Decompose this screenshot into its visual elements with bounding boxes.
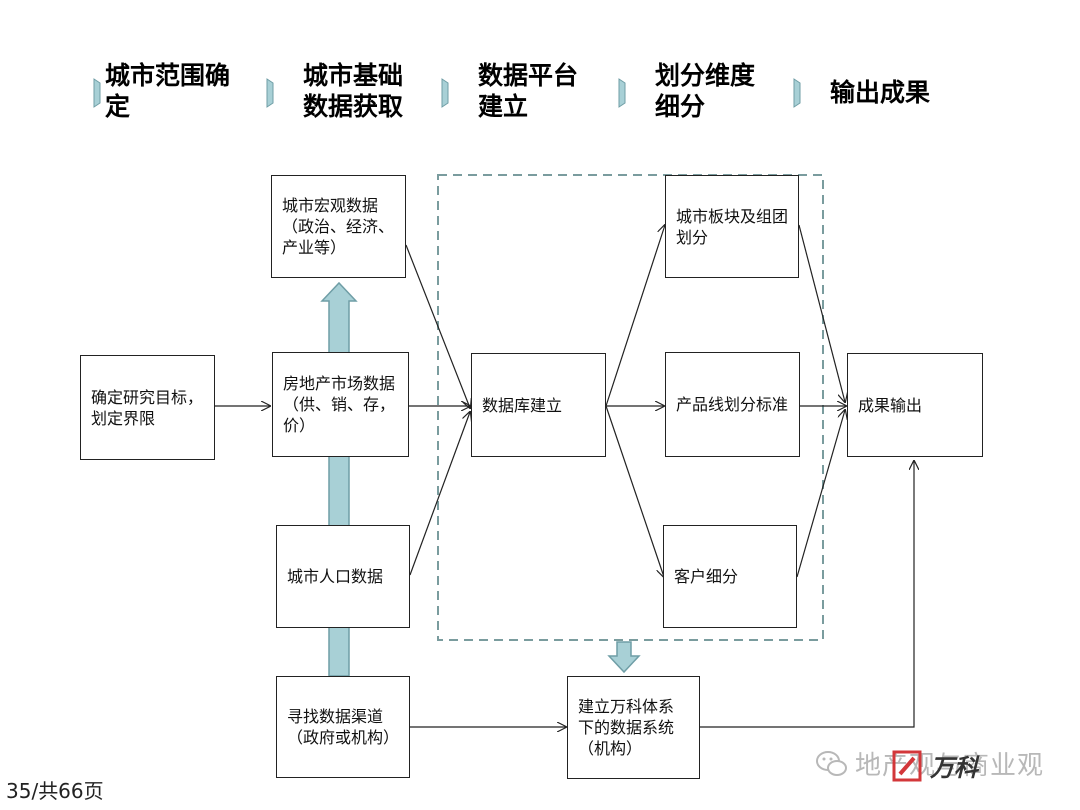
- box-population-data: 城市人口数据: [276, 525, 410, 628]
- watermark-text: 地产观与商业观: [855, 751, 1045, 781]
- box-output-text: 成果输出: [858, 395, 923, 415]
- box-city-block: 城市板块及组团划分: [665, 175, 799, 278]
- box-customer: 客户细分: [663, 525, 797, 628]
- stage-4-text: 划分维度 细分: [655, 61, 756, 121]
- stage-1-city-scope: 城市范围确 定: [105, 60, 230, 122]
- chevron-icon: [93, 78, 101, 108]
- chevron-icon: [793, 78, 801, 108]
- arrow-customer-to-output: [796, 410, 845, 578]
- wechat-icon: [816, 750, 847, 776]
- stage-4-segmentation: 划分维度 细分: [655, 60, 755, 122]
- platform-dashed-group: [437, 174, 824, 641]
- box-population-data-text: 城市人口数据: [287, 567, 384, 586]
- box-customer-text: 客户细分: [674, 567, 739, 586]
- chevron-icon: [266, 78, 274, 108]
- box-research-goal-text: 确定研究目标，划定界限: [91, 387, 204, 428]
- box-product-line-text: 产品线划分标准: [676, 395, 789, 414]
- stage-2-data-acquisition: 城市基础 数据获取: [303, 60, 403, 122]
- box-market-data-text: 房地产市场数据（供、销、存，价）: [283, 374, 396, 435]
- box-data-system: 建立万科体系下的数据系统（机构）: [567, 676, 700, 779]
- box-product-line: 产品线划分标准: [665, 352, 800, 457]
- arrow-macro-to-database: [405, 244, 470, 408]
- box-city-block-text: 城市板块及组团划分: [676, 206, 789, 247]
- box-macro-data-text: 城市宏观数据（政治、经济、产业等）: [282, 196, 395, 257]
- box-data-channel-text: 寻找数据渠道（政府或机构）: [287, 707, 400, 747]
- stage-5-text: 输出成果: [830, 78, 931, 107]
- box-market-data: 房地产市场数据（供、销、存，价）: [272, 352, 409, 457]
- stage-5-output: 输出成果: [830, 77, 930, 108]
- box-database: 数据库建立: [471, 353, 606, 457]
- vanke-logo-text: 万科: [930, 754, 978, 782]
- box-database-text: 数据库建立: [482, 395, 563, 415]
- box-output: 成果输出: [847, 353, 983, 457]
- chevron-icon: [618, 78, 626, 108]
- arrow-database-to-customer: [605, 405, 664, 577]
- watermark: 地产观与商业观: [815, 745, 1044, 782]
- stage-1-text: 城市范围确 定: [105, 61, 231, 121]
- vanke-logo-icon: [892, 750, 922, 782]
- arrow-database-to-block: [605, 225, 665, 407]
- box-macro-data: 城市宏观数据（政治、经济、产业等）: [271, 175, 406, 278]
- box-data-channel: 寻找数据渠道（政府或机构）: [276, 676, 410, 778]
- chevron-icon: [441, 78, 449, 108]
- platform-down-arrow: [607, 641, 641, 674]
- arrow-system-to-output: [700, 461, 914, 728]
- arrow-population-to-database: [409, 412, 470, 576]
- box-research-goal: 确定研究目标，划定界限: [80, 355, 215, 460]
- arrow-block-to-output: [798, 224, 845, 402]
- box-data-system-text: 建立万科体系下的数据系统（机构）: [578, 697, 675, 758]
- stage-3-text: 数据平台 建立: [478, 61, 579, 121]
- stage-2-text: 城市基础 数据获取: [303, 61, 404, 121]
- page-indicator: 35/共66页: [6, 779, 104, 803]
- stage-3-data-platform: 数据平台 建立: [478, 60, 578, 122]
